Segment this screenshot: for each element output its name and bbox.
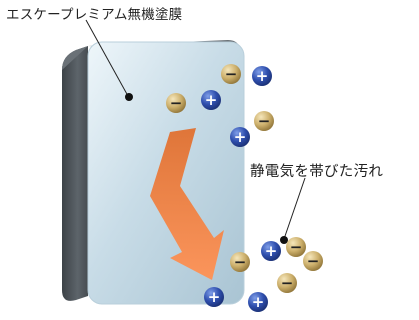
- positive-charge: +: [204, 287, 224, 307]
- positive-charge: +: [261, 241, 281, 261]
- positive-charge: +: [252, 66, 272, 86]
- svg-text:+: +: [205, 91, 218, 109]
- coating-label: エスケープレミアム無機塗膜: [6, 7, 183, 23]
- negative-charge: −: [230, 252, 250, 272]
- svg-text:−: −: [234, 253, 247, 271]
- svg-text:−: −: [307, 252, 320, 270]
- negative-charge: −: [221, 64, 241, 84]
- coating-panel: [62, 40, 245, 305]
- dirt-leader-dot: [280, 236, 288, 244]
- svg-text:+: +: [252, 293, 265, 311]
- coating-leader-line: [85, 19, 129, 97]
- svg-text:+: +: [256, 67, 269, 85]
- svg-text:+: +: [208, 288, 221, 306]
- svg-text:−: −: [225, 65, 238, 83]
- positive-charge: +: [248, 292, 268, 312]
- charged-dirt-label: 静電気を帯びた汚れ: [250, 164, 384, 180]
- svg-text:+: +: [234, 128, 247, 146]
- positive-charge: +: [201, 90, 221, 110]
- coating-leader-dot: [125, 93, 133, 101]
- dirt-leader-line: [283, 177, 306, 240]
- svg-text:−: −: [281, 274, 294, 292]
- svg-text:−: −: [290, 238, 303, 256]
- negative-charge: −: [254, 111, 274, 131]
- svg-text:−: −: [258, 112, 271, 130]
- negative-charge: −: [303, 251, 323, 271]
- negative-charge: −: [277, 273, 297, 293]
- negative-charge: −: [286, 237, 306, 257]
- negative-charge: −: [166, 93, 186, 113]
- positive-charge: +: [230, 127, 250, 147]
- surface-charges: − + − + − +: [166, 64, 274, 147]
- svg-text:−: −: [170, 94, 183, 112]
- panel-side-edge: [62, 46, 88, 301]
- svg-text:+: +: [265, 242, 278, 260]
- repel-arrow: [150, 128, 224, 280]
- dirt-charges: − + − − − + +: [204, 237, 323, 312]
